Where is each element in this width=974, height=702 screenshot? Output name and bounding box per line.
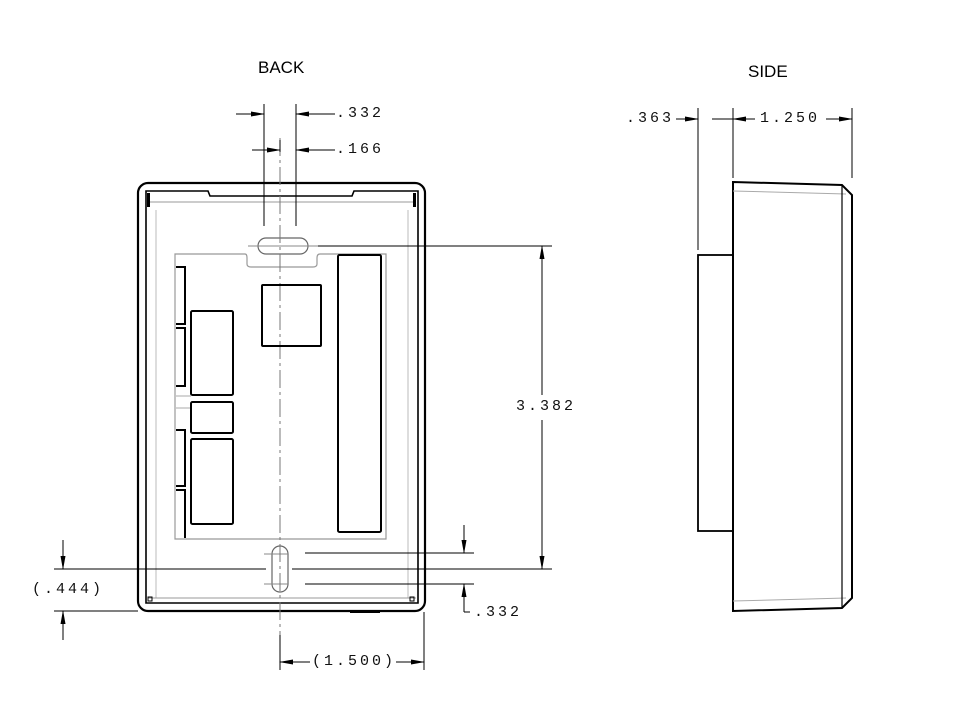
side-view-title: SIDE [748,62,788,81]
back-inner-rim [145,190,419,604]
dim-back-center-to-edge: (1.500) [312,653,397,670]
side-view [676,108,853,613]
dim-side-body-depth: 1.250 [760,110,821,127]
back-outer-housing [136,181,427,613]
dim-back-slot-width: .332 [336,105,385,122]
component-right-tall [337,254,382,533]
back-board-outline [174,253,387,540]
component-left-middle [190,401,234,434]
component-left-lower [190,438,234,525]
back-view [54,104,552,670]
dim-back-slot-spacing: 3.382 [516,398,577,415]
dim-back-bottom-slot-length: .332 [474,604,523,621]
back-view-title: BACK [258,58,305,77]
component-left-upper [190,310,234,396]
side-body [732,180,853,613]
side-mount-plate [697,254,734,532]
dim-side-mount-depth: .363 [626,110,675,127]
dim-back-slot-half: .166 [336,141,385,158]
component-center-square [261,284,322,347]
dim-back-bottom-offset: (.444) [32,581,105,598]
